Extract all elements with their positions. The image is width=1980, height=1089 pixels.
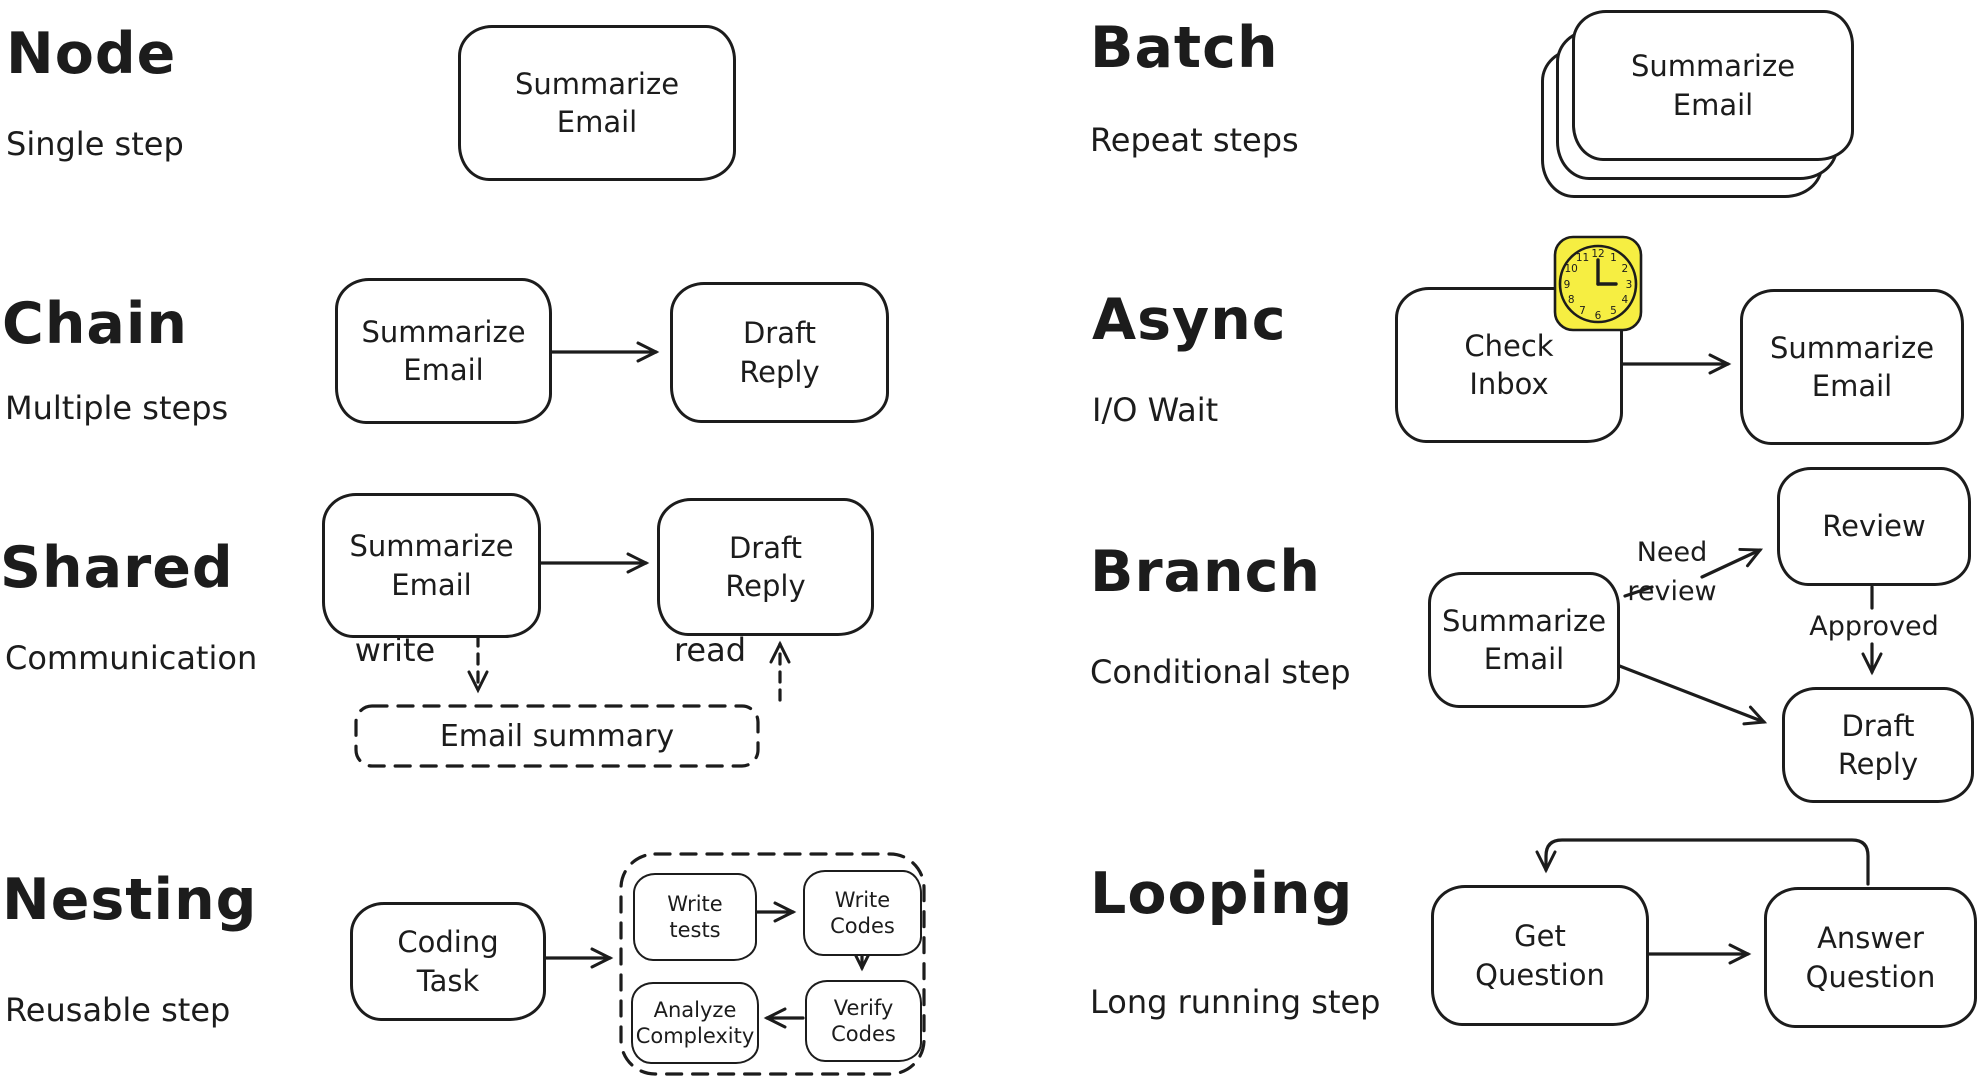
section-subtitle-branch: Conditional step <box>1090 653 1351 691</box>
nesting-box-coding-task: Coding Task <box>350 902 546 1021</box>
branch-box-draft-reply: Draft Reply <box>1782 687 1974 803</box>
section-subtitle-nesting: Reusable step <box>5 991 231 1029</box>
shared-box-summarize-email: Summarize Email <box>322 493 541 638</box>
section-subtitle-looping: Long running step <box>1090 983 1381 1021</box>
svg-text:12: 12 <box>1591 248 1604 260</box>
svg-text:10: 10 <box>1565 263 1578 275</box>
svg-text:4: 4 <box>1621 294 1628 306</box>
svg-text:7: 7 <box>1579 305 1586 317</box>
section-title-branch: Branch <box>1090 539 1321 605</box>
async-box-summarize-email: Summarize Email <box>1740 289 1964 445</box>
section-title-async: Async <box>1092 287 1287 353</box>
arrow-branch-need-review-tail <box>1623 585 1654 598</box>
shared-box-draft-reply: Draft Reply <box>657 498 874 636</box>
section-subtitle-shared: Communication <box>5 639 258 677</box>
chain-box-summarize-email: Summarize Email <box>335 278 552 424</box>
arrow-looping-loopback <box>1535 838 1870 886</box>
svg-text:9: 9 <box>1564 279 1571 291</box>
arrow-branch-need-review <box>1700 547 1764 579</box>
svg-text:2: 2 <box>1621 263 1628 275</box>
section-title-node: Node <box>6 21 177 87</box>
section-subtitle-batch: Repeat steps <box>1090 121 1299 159</box>
svg-text:11: 11 <box>1576 252 1589 264</box>
section-title-chain: Chain <box>2 291 188 357</box>
shared-email-summary-outline <box>354 704 760 768</box>
section-subtitle-chain: Multiple steps <box>5 389 229 427</box>
svg-text:1: 1 <box>1610 252 1617 264</box>
chain-box-draft-reply: Draft Reply <box>670 282 889 423</box>
section-title-looping: Looping <box>1090 861 1354 927</box>
section-title-batch: Batch <box>1090 15 1279 81</box>
svg-text:3: 3 <box>1626 279 1633 291</box>
nesting-box-analyze-complexity: Analyze Complexity <box>631 982 759 1064</box>
branch-label-need-review: Need review <box>1627 536 1717 607</box>
svg-text:8: 8 <box>1568 294 1575 306</box>
svg-text:6: 6 <box>1595 310 1602 322</box>
clock-icon: 12 1 2 3 4 5 6 7 8 9 10 11 <box>1552 234 1644 337</box>
shared-label-read: read <box>673 631 747 669</box>
section-subtitle-node: Single step <box>6 125 184 163</box>
shared-label-write: write <box>354 631 436 669</box>
arrow-branch-summarize-to-draft <box>1615 663 1768 726</box>
section-subtitle-async: I/O Wait <box>1092 391 1219 429</box>
looping-box-get-question: Get Question <box>1431 885 1649 1026</box>
svg-text:5: 5 <box>1610 305 1617 317</box>
section-title-shared: Shared <box>0 535 234 601</box>
batch-box-summarize-email: Summarize Email <box>1572 10 1854 161</box>
looping-box-answer-question: Answer Question <box>1764 887 1977 1028</box>
branch-box-review: Review <box>1777 467 1971 586</box>
section-title-nesting: Nesting <box>2 867 258 933</box>
shared-box-email-summary: Email summary <box>439 718 675 754</box>
branch-label-approved: Approved <box>1809 610 1939 642</box>
branch-box-summarize-email: Summarize Email <box>1428 572 1620 708</box>
nesting-box-write-codes: Write Codes <box>803 870 922 956</box>
node-box-summarize-email: Summarize Email <box>458 25 736 181</box>
nesting-flow-container-outline <box>619 852 926 1076</box>
nesting-box-write-tests: Write tests <box>633 873 757 961</box>
nesting-box-verify-codes: Verify Codes <box>805 980 922 1062</box>
